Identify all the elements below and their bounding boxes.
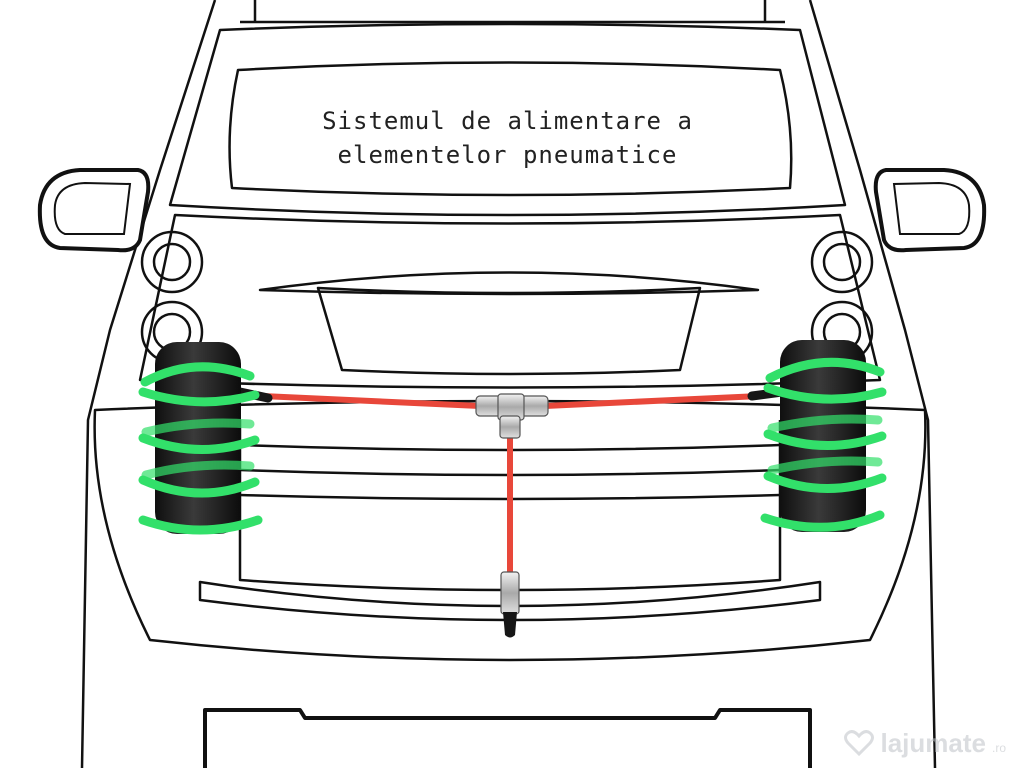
side-mirror-left — [37, 168, 151, 253]
air-lines — [259, 393, 763, 578]
schrader-valve-icon — [500, 571, 520, 638]
watermark-brand: lajumate — [880, 727, 986, 758]
side-mirror-right — [873, 168, 987, 253]
tail-light-left — [140, 230, 204, 364]
air-spring-icon-left — [138, 342, 273, 535]
tee-connector-icon — [475, 393, 549, 439]
heart-logo-icon — [844, 730, 875, 756]
watermark: lajumate .ro — [844, 728, 1006, 758]
watermark-tld: .ro — [991, 741, 1006, 755]
caption-line-1: Sistemul de alimentare a — [322, 107, 693, 135]
air-line-left — [259, 393, 483, 409]
diagram-caption: Sistemul de alimentare a elementelor pne… — [250, 104, 765, 172]
caption-line-2: elementelor pneumatice — [337, 141, 678, 169]
air-spring-icon-right — [747, 340, 887, 532]
air-line-right — [542, 393, 763, 409]
